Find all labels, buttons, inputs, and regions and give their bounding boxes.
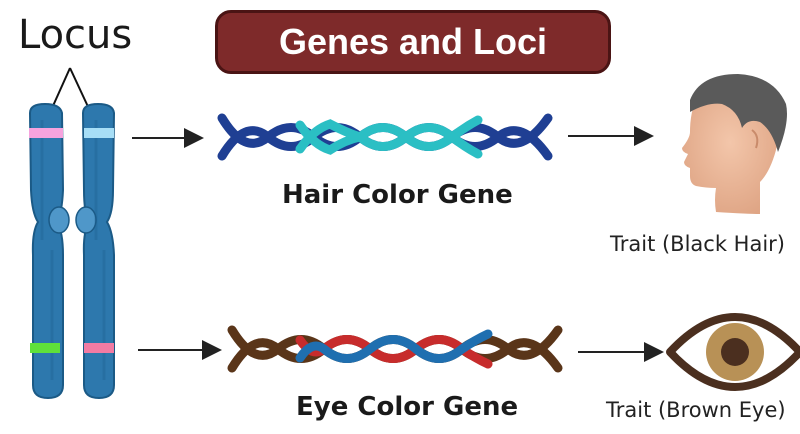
hair-gene-label: Hair Color Gene (282, 180, 513, 210)
locus-label: Locus (18, 12, 133, 58)
locus-band-pink (29, 128, 63, 138)
eye-dna-helix (227, 325, 563, 373)
hair-trait-label: Trait (Black Hair) (610, 232, 785, 256)
hair-dna-helix (217, 113, 553, 161)
chromosome-icon (28, 102, 116, 400)
eye-icon (666, 313, 800, 391)
arrow-right-icon (132, 126, 664, 362)
page-title: Genes and Loci (278, 21, 548, 62)
locus-band-rose (84, 343, 114, 353)
locus-band-green (30, 343, 60, 353)
head-silhouette-icon (682, 74, 787, 215)
locus-band-light-blue (84, 128, 114, 138)
eye-trait-label: Trait (Brown Eye) (606, 398, 786, 422)
title-banner: Genes and Loci (215, 10, 611, 74)
eye-gene-label: Eye Color Gene (296, 392, 519, 422)
